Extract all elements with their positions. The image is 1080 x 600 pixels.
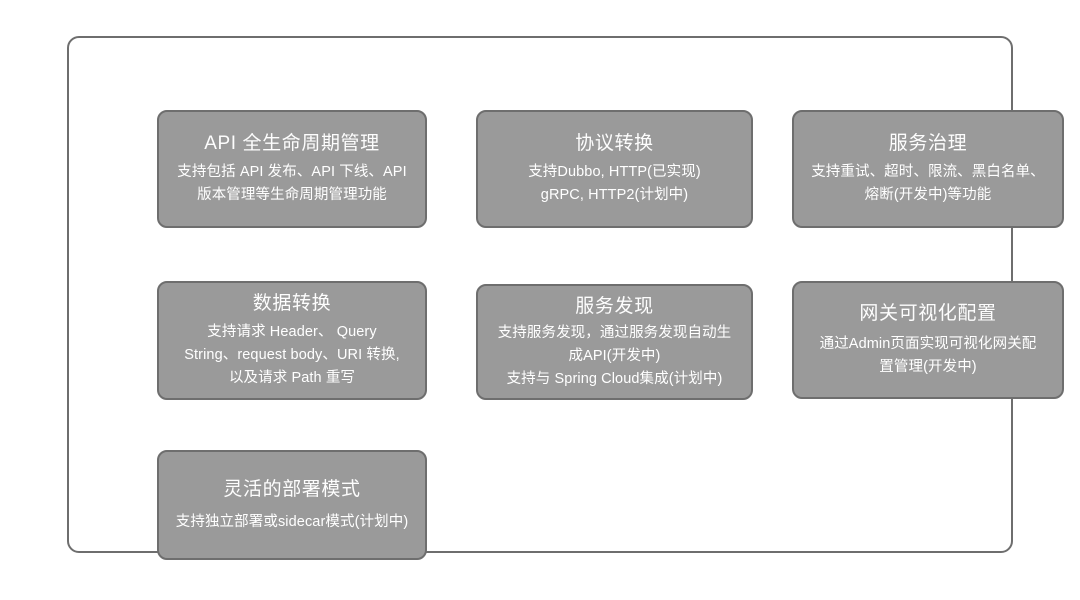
card-description-line: 成API(开发中)	[568, 347, 661, 364]
card-description: 支持包括 API 发布、API 下线、API 版本管理等生命周期管理功能	[177, 161, 406, 207]
card-service-governance[interactable]: 服务治理 支持重试、超时、限流、黑白名单、 熔断(开发中)等功能	[792, 110, 1064, 228]
card-description-line: 置管理(开发中)	[879, 359, 977, 375]
card-title: 网关可视化配置	[859, 303, 997, 324]
card-description: 通过Admin页面实现可视化网关配 置管理(开发中)	[820, 333, 1037, 379]
card-description: 支持服务发现，通过服务发现自动生 成API(开发中) 支持与 Spring Cl…	[498, 322, 732, 391]
card-description-line: 支持请求 Header、 Query	[207, 324, 377, 340]
card-description-line: 支持服务发现，通过服务发现自动生	[497, 324, 732, 341]
card-gateway-visual-config[interactable]: 网关可视化配置 通过Admin页面实现可视化网关配 置管理(开发中)	[792, 281, 1064, 399]
card-description-line: String、request body、URI 转换,	[184, 347, 400, 363]
card-flexible-deployment[interactable]: 灵活的部署模式 支持独立部署或sidecar模式(计划中)	[157, 450, 427, 560]
card-description: 支持请求 Header、 Query String、request body、U…	[184, 321, 399, 390]
card-description-line: 支持Dubbo, HTTP(已实现)	[528, 164, 701, 180]
card-service-discovery[interactable]: 服务发现 支持服务发现，通过服务发现自动生 成API(开发中) 支持与 Spri…	[476, 284, 753, 400]
card-title: 服务治理	[888, 133, 968, 154]
card-title: 灵活的部署模式	[223, 478, 361, 500]
card-description-line: 支持重试、超时、限流、黑白名单、	[811, 164, 1045, 180]
card-protocol-conversion[interactable]: 协议转换 支持Dubbo, HTTP(已实现) gRPC, HTTP2(计划中)	[476, 110, 753, 228]
card-data-transform[interactable]: 数据转换 支持请求 Header、 Query String、request b…	[157, 281, 427, 400]
card-description: 支持独立部署或sidecar模式(计划中)	[176, 511, 409, 534]
card-title: 服务发现	[575, 295, 654, 317]
card-description: 支持重试、超时、限流、黑白名单、 熔断(开发中)等功能	[811, 161, 1045, 207]
card-title: 协议转换	[575, 133, 654, 154]
card-description-line: gRPC, HTTP2(计划中)	[540, 187, 689, 203]
card-description-line: 支持独立部署或sidecar模式(计划中)	[175, 513, 409, 530]
card-description-line: 以及请求 Path 重写	[228, 370, 356, 386]
card-description: 支持Dubbo, HTTP(已实现) gRPC, HTTP2(计划中)	[528, 161, 701, 207]
diagram-outer-frame: API 全生命周期管理 支持包括 API 发布、API 下线、API 版本管理等…	[67, 36, 1064, 560]
card-description-line: 版本管理等生命周期管理功能	[197, 187, 387, 203]
card-description-line: 通过Admin页面实现可视化网关配	[819, 336, 1037, 352]
card-api-lifecycle[interactable]: API 全生命周期管理 支持包括 API 发布、API 下线、API 版本管理等…	[157, 110, 427, 228]
card-title: 数据转换	[252, 293, 332, 314]
card-description-line: 支持包括 API 发布、API 下线、API	[177, 164, 407, 180]
card-description-line: 支持与 Spring Cloud集成(计划中)	[506, 370, 723, 387]
card-description-line: 熔断(开发中)等功能	[864, 187, 992, 203]
card-title: API 全生命周期管理	[204, 133, 380, 154]
